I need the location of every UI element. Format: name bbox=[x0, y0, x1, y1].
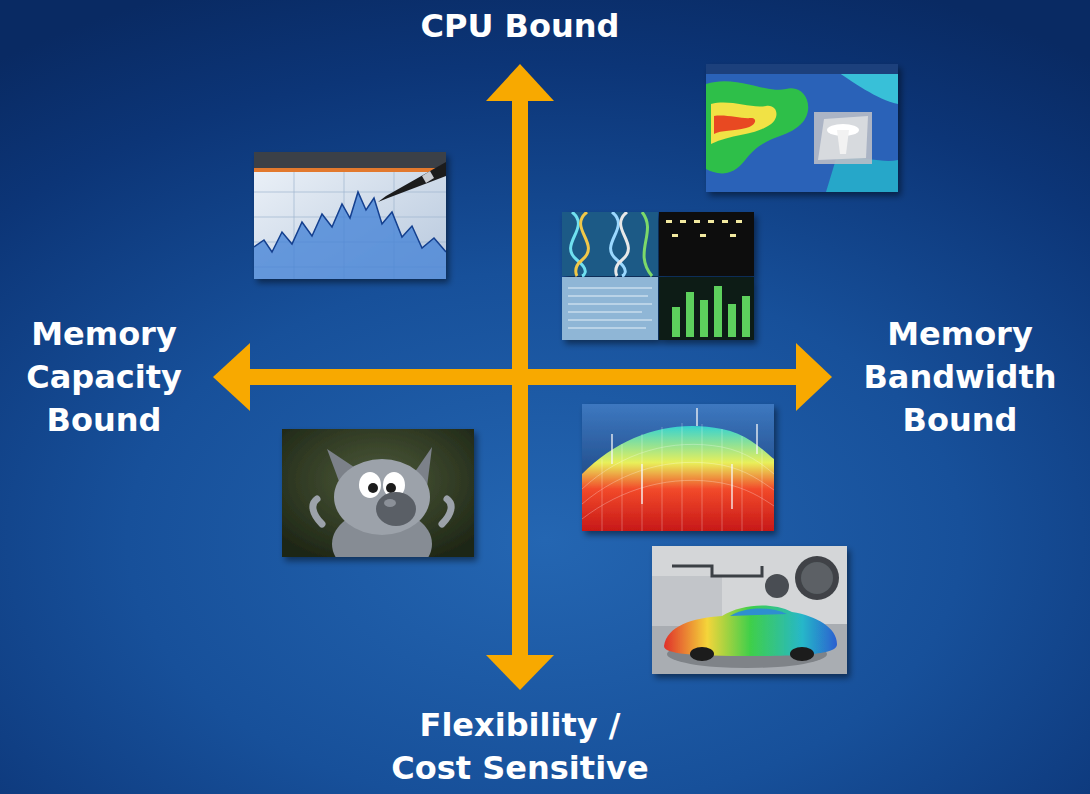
axis-label: CPU Bound bbox=[360, 5, 680, 48]
axis-label: Memory Capacity Bound bbox=[4, 313, 204, 442]
axis-label: Memory Bandwidth Bound bbox=[850, 313, 1070, 442]
label-slot: Memory Capacity Bound bbox=[4, 313, 204, 442]
label-slot: Memory Bandwidth Bound bbox=[850, 313, 1070, 442]
label-slot: Flexibility / Cost Sensitive bbox=[375, 704, 665, 790]
label-slot: CPU Bound bbox=[360, 5, 680, 48]
axis-arrows bbox=[213, 64, 832, 690]
axis-label: Flexibility / Cost Sensitive bbox=[375, 704, 665, 790]
